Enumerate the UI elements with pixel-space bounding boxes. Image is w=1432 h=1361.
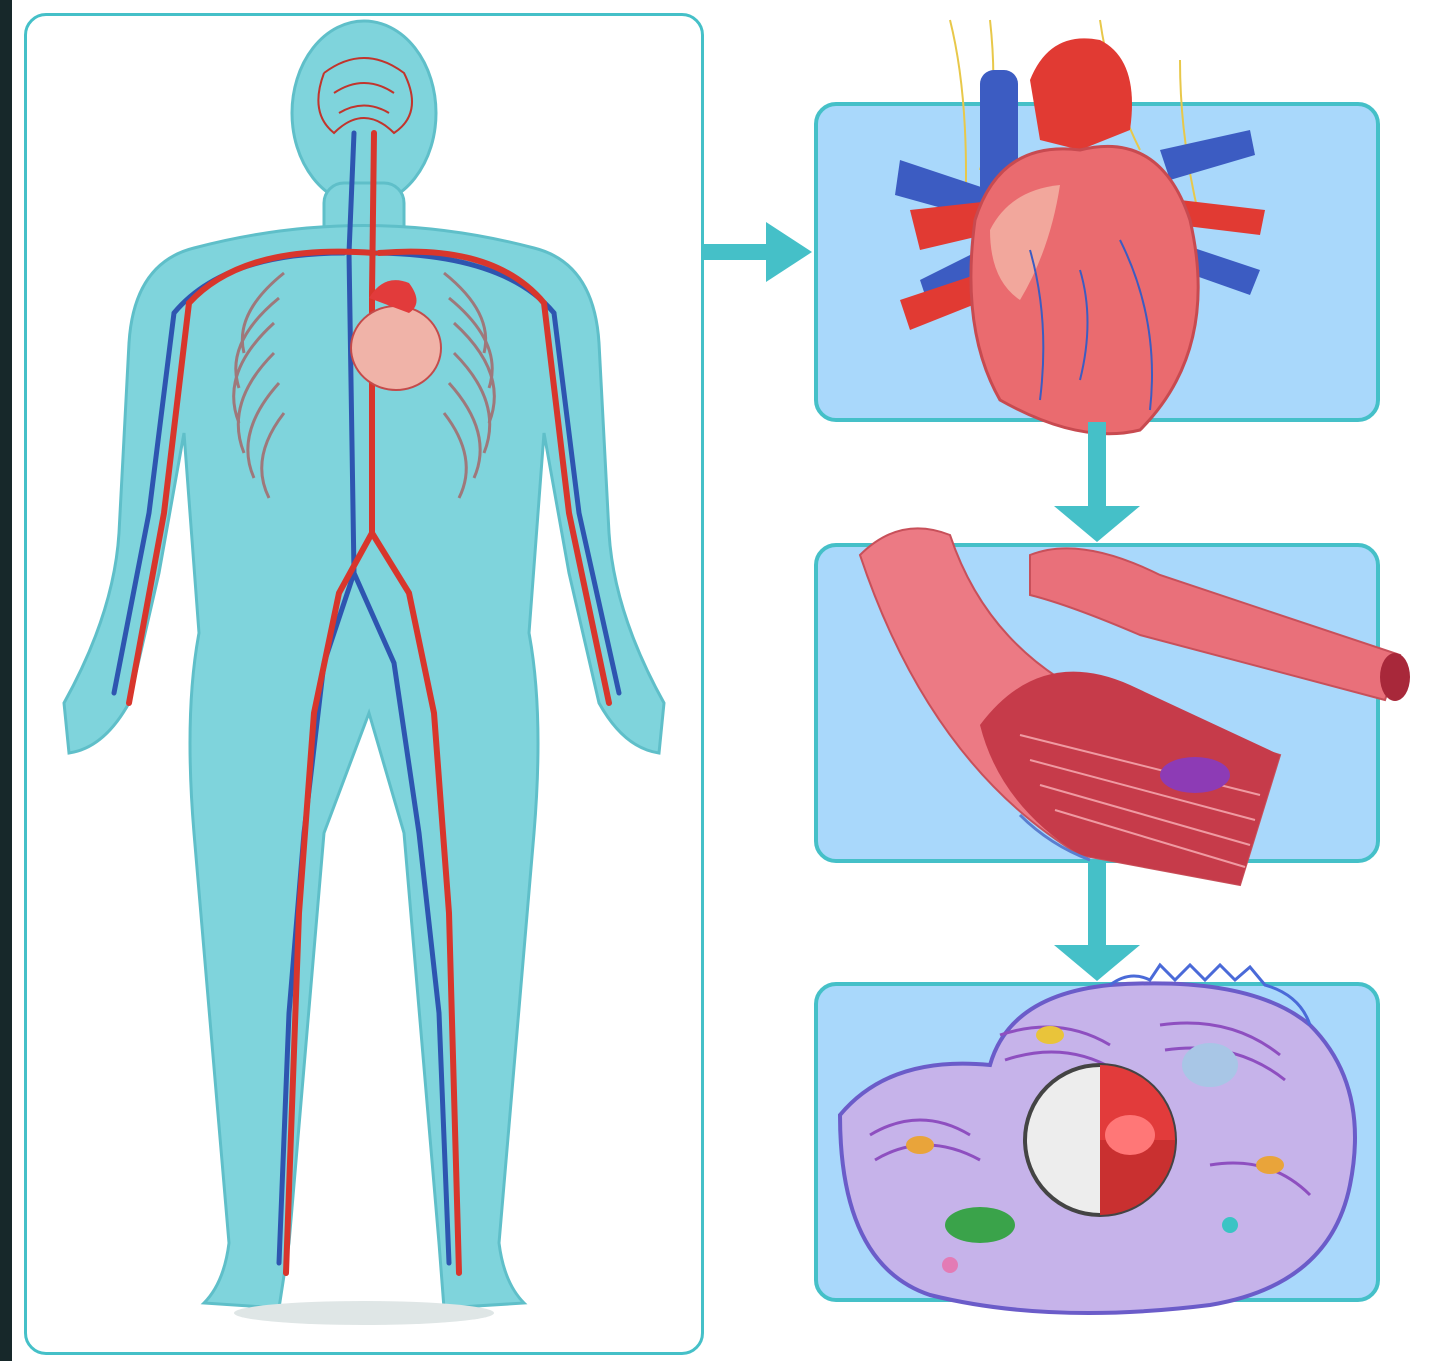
nucleus-shape bbox=[1160, 757, 1230, 793]
myofibril-bundle bbox=[980, 672, 1280, 885]
animal-cell-illustration bbox=[830, 965, 1370, 1325]
heart-illustration bbox=[880, 20, 1280, 450]
circulatory-system-body-illustration bbox=[24, 13, 704, 1355]
fiber-cross-section bbox=[1380, 653, 1410, 701]
arrow-to-organ-icon bbox=[704, 220, 816, 286]
muscle-tissue-illustration bbox=[840, 515, 1415, 895]
nucleus bbox=[1025, 1065, 1175, 1215]
